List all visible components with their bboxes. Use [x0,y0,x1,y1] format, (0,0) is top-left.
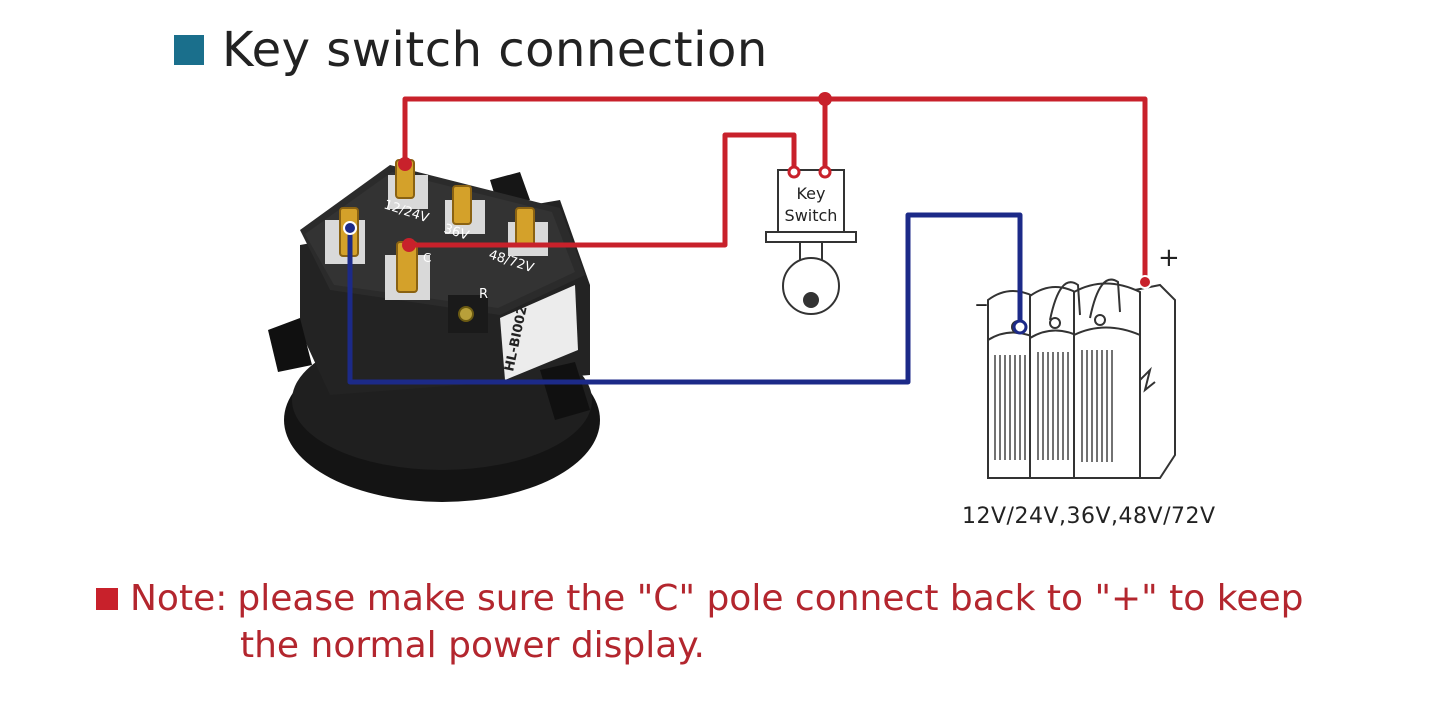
battery-minus-sign: – [975,289,988,319]
battery-voltage-caption: 12V/24V,36V,48V/72V [962,504,1216,529]
key-switch: Key Switch [765,169,857,315]
negative-wire [347,212,1023,385]
junction-dot-bus [818,92,832,106]
battery-pack [987,278,1176,479]
note-bullet-square [96,587,118,610]
key-switch-pin-left [787,165,801,179]
r-screw-icon [458,306,474,322]
terminal-48-72v [508,207,548,256]
junction-dot-negative [343,221,357,235]
c-pole-wire [406,132,797,248]
key-switch-pin-right [818,165,832,179]
battery-plus-sign: + [1158,243,1180,273]
positive-wire-main [402,96,1148,285]
junction-dot-12-24v [398,157,412,171]
key-hole-icon [803,292,819,308]
note-line2: the normal power display. [240,625,705,666]
key-switch-label-line1: Key [796,184,825,203]
key-switch-label-line2: Switch [785,206,838,225]
title-text: Key switch connection [222,22,768,78]
terminal-36v [445,185,485,234]
label-c: C [423,251,431,265]
junction-dot-battery-plus [1138,275,1152,289]
label-r: R [479,287,488,302]
junction-dot-c [402,238,416,252]
note-block: Note: please make sure the "C" pole conn… [96,578,1303,666]
page-title: Key switch connection [174,22,768,78]
note-line1: please make sure the "C" pole connect ba… [237,578,1304,619]
terminal-c [385,241,430,300]
gauge-device: 12/24V 36V 48/72V C R HL-BI002 [268,159,600,502]
junction-dot-battery-minus [1012,319,1028,335]
note-label: Note: [130,578,228,619]
title-bullet-square [174,35,204,65]
